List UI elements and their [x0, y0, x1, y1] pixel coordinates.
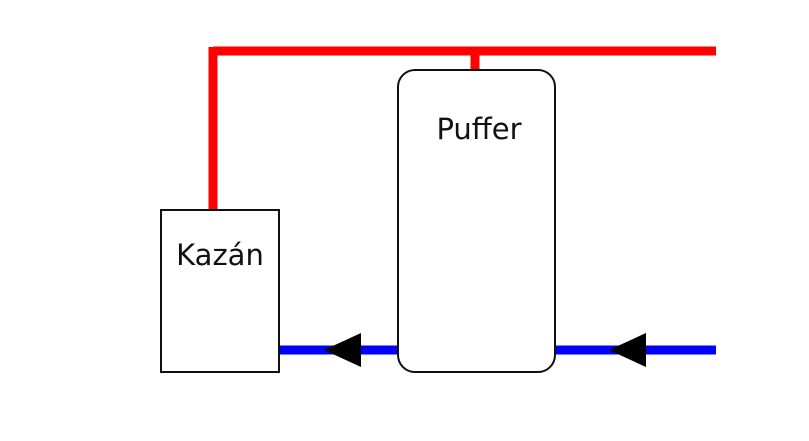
boiler-label: Kazán	[176, 238, 264, 272]
buffer-tank-box	[397, 69, 556, 373]
buffer-tank-label: Puffer	[436, 112, 521, 146]
flow-arrow-left-icon	[324, 333, 361, 367]
flow-arrows	[324, 333, 646, 367]
flow-arrow-left-icon	[609, 333, 646, 367]
boiler-node: Kazán	[160, 209, 280, 373]
buffer-tank-node: Puffer	[397, 69, 556, 373]
boiler-box	[160, 209, 280, 373]
